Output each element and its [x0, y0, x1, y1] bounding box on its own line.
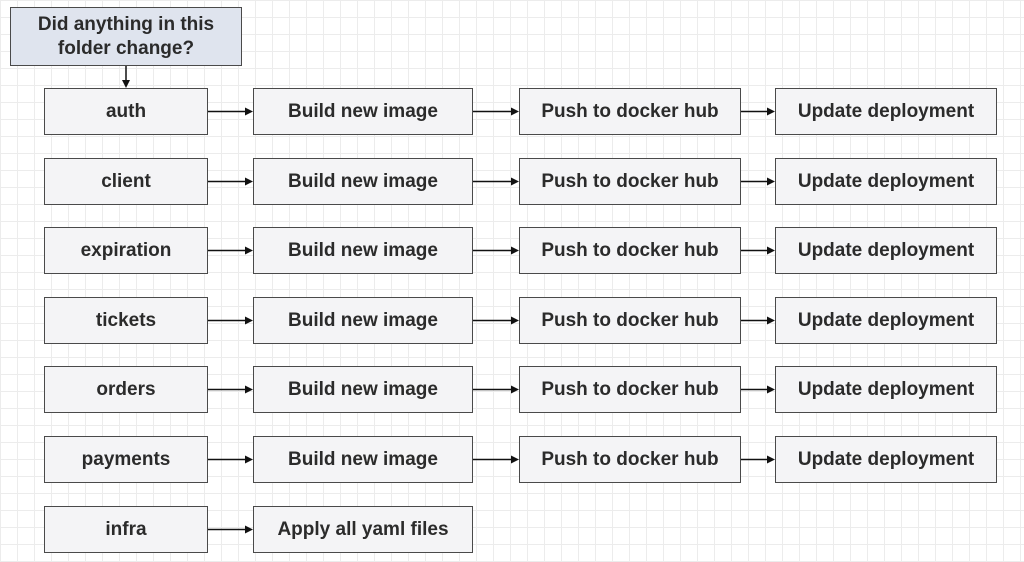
step-label: Apply all yaml files [277, 518, 449, 540]
step-label: Push to docker hub [541, 448, 719, 470]
push-box-orders: Push to docker hub [519, 366, 741, 413]
service-label: infra [105, 518, 147, 540]
build-box-expiration: Build new image [253, 227, 473, 274]
service-label: payments [81, 448, 171, 470]
arrow-payments-1 [473, 455, 519, 464]
service-box-auth: auth [44, 88, 208, 135]
build-box-tickets: Build new image [253, 297, 473, 344]
arrow-auth-1 [473, 107, 519, 116]
step-label: Push to docker hub [541, 170, 719, 192]
service-box-infra: infra [44, 506, 208, 553]
arrow-orders-2 [741, 385, 775, 394]
arrow-auth-0 [208, 107, 253, 116]
step-label: Push to docker hub [541, 239, 719, 261]
push-box-client: Push to docker hub [519, 158, 741, 205]
service-box-tickets: tickets [44, 297, 208, 344]
service-box-expiration: expiration [44, 227, 208, 274]
arrow-tickets-2 [741, 316, 775, 325]
arrow-auth-2 [741, 107, 775, 116]
push-box-tickets: Push to docker hub [519, 297, 741, 344]
build-box-auth: Build new image [253, 88, 473, 135]
service-label: orders [96, 378, 156, 400]
step-label: Push to docker hub [541, 100, 719, 122]
arrow-orders-0 [208, 385, 253, 394]
step-label: Push to docker hub [541, 378, 719, 400]
service-label: client [101, 170, 151, 192]
service-box-client: client [44, 158, 208, 205]
deploy-box-payments: Update deployment [775, 436, 997, 483]
service-label: tickets [95, 309, 157, 331]
service-box-payments: payments [44, 436, 208, 483]
arrow-expiration-1 [473, 246, 519, 255]
deploy-box-expiration: Update deployment [775, 227, 997, 274]
push-box-expiration: Push to docker hub [519, 227, 741, 274]
arrow-infra-0 [208, 525, 253, 534]
service-label: expiration [80, 239, 172, 261]
question-box: Did anything in this folder change? [10, 7, 242, 66]
step-label: Push to docker hub [541, 309, 719, 331]
arrow-client-0 [208, 177, 253, 186]
arrow-payments-2 [741, 455, 775, 464]
push-box-auth: Push to docker hub [519, 88, 741, 135]
push-box-payments: Push to docker hub [519, 436, 741, 483]
deploy-box-tickets: Update deployment [775, 297, 997, 344]
question-label: Did anything in this folder change? [37, 13, 215, 59]
step-label: Update deployment [797, 378, 975, 400]
step-label: Update deployment [797, 309, 975, 331]
arrow-client-1 [473, 177, 519, 186]
build-box-infra: Apply all yaml files [253, 506, 473, 553]
arrow-expiration-2 [741, 246, 775, 255]
build-box-client: Build new image [253, 158, 473, 205]
arrow-orders-1 [473, 385, 519, 394]
step-label: Build new image [288, 239, 438, 261]
step-label: Build new image [288, 170, 438, 192]
service-box-orders: orders [44, 366, 208, 413]
build-box-orders: Build new image [253, 366, 473, 413]
arrow-payments-0 [208, 455, 253, 464]
question-arrow [122, 66, 130, 88]
step-label: Build new image [288, 378, 438, 400]
step-label: Build new image [288, 100, 438, 122]
step-label: Update deployment [797, 239, 975, 261]
deploy-box-orders: Update deployment [775, 366, 997, 413]
step-label: Update deployment [797, 100, 975, 122]
arrow-expiration-0 [208, 246, 253, 255]
service-label: auth [105, 100, 147, 122]
step-label: Build new image [288, 309, 438, 331]
arrow-tickets-0 [208, 316, 253, 325]
deploy-box-auth: Update deployment [775, 88, 997, 135]
arrow-client-2 [741, 177, 775, 186]
deploy-box-client: Update deployment [775, 158, 997, 205]
step-label: Update deployment [797, 170, 975, 192]
build-box-payments: Build new image [253, 436, 473, 483]
step-label: Update deployment [797, 448, 975, 470]
step-label: Build new image [288, 448, 438, 470]
arrow-tickets-1 [473, 316, 519, 325]
